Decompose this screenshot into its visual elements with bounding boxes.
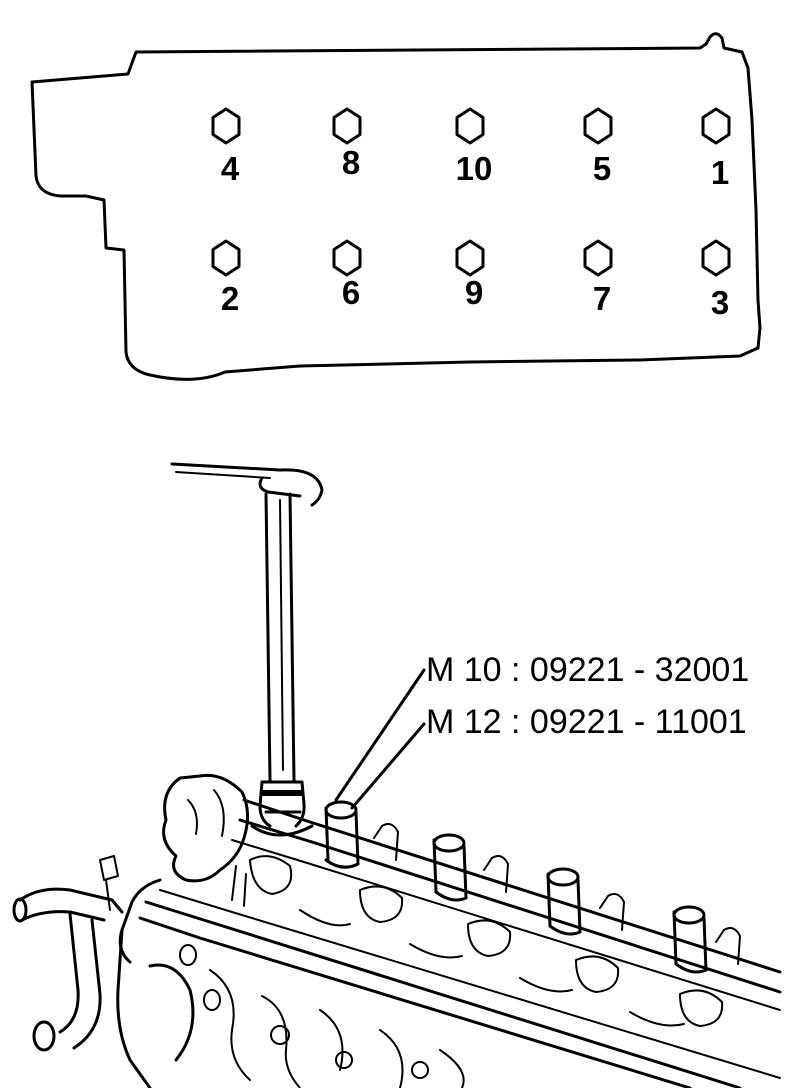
bolt-head-icon xyxy=(455,239,485,277)
bolt-head-icon xyxy=(583,239,613,277)
bolt-head-icon xyxy=(701,107,731,145)
bolt-8: 8 xyxy=(332,107,362,181)
callout-m10-label: M 10 : 09221 - 32001 xyxy=(426,651,749,689)
bolt-sequence-plate xyxy=(30,32,762,381)
bolt-9: 9 xyxy=(455,239,485,311)
bolt-7: 7 xyxy=(583,239,613,317)
bolt-head-icon xyxy=(211,107,241,145)
bolt-number: 6 xyxy=(342,274,360,311)
bolt-1: 1 xyxy=(701,107,731,191)
leader-m12 xyxy=(350,722,426,810)
callout-leaders xyxy=(334,668,426,810)
bolt-number: 3 xyxy=(711,284,729,321)
bolt-head-icon xyxy=(332,239,362,277)
bolt-number: 1 xyxy=(711,154,729,191)
bolt-grid: 4 8 10 5 1 2 6 9 7 3 xyxy=(211,107,731,321)
bolt-number: 9 xyxy=(465,274,483,311)
bolt-head-icon xyxy=(455,107,485,145)
bolt-number: 10 xyxy=(456,150,493,187)
bolt-3: 3 xyxy=(701,239,731,321)
wrench-tool xyxy=(170,462,324,837)
cylinder-head xyxy=(12,773,782,1088)
bolt-number: 2 xyxy=(221,280,239,317)
bolt-4: 4 xyxy=(211,107,241,187)
callout-m12-label: M 12 : 09221 - 11001 xyxy=(426,703,747,741)
bolt-number: 4 xyxy=(221,150,240,187)
bolt-number: 5 xyxy=(593,150,611,187)
bolt-number: 7 xyxy=(593,280,611,317)
bolt-10: 10 xyxy=(455,107,493,187)
bolt-2: 2 xyxy=(211,239,241,317)
bolt-6: 6 xyxy=(332,239,362,311)
plate-outline xyxy=(30,32,762,381)
leader-m10 xyxy=(334,668,426,802)
bolt-head-icon xyxy=(211,239,241,277)
bolt-5: 5 xyxy=(583,107,613,187)
bolt-head-icon xyxy=(583,107,613,145)
bolt-head-icon xyxy=(701,239,731,277)
bolt-head-icon xyxy=(332,107,362,145)
bolt-number: 8 xyxy=(342,144,360,181)
